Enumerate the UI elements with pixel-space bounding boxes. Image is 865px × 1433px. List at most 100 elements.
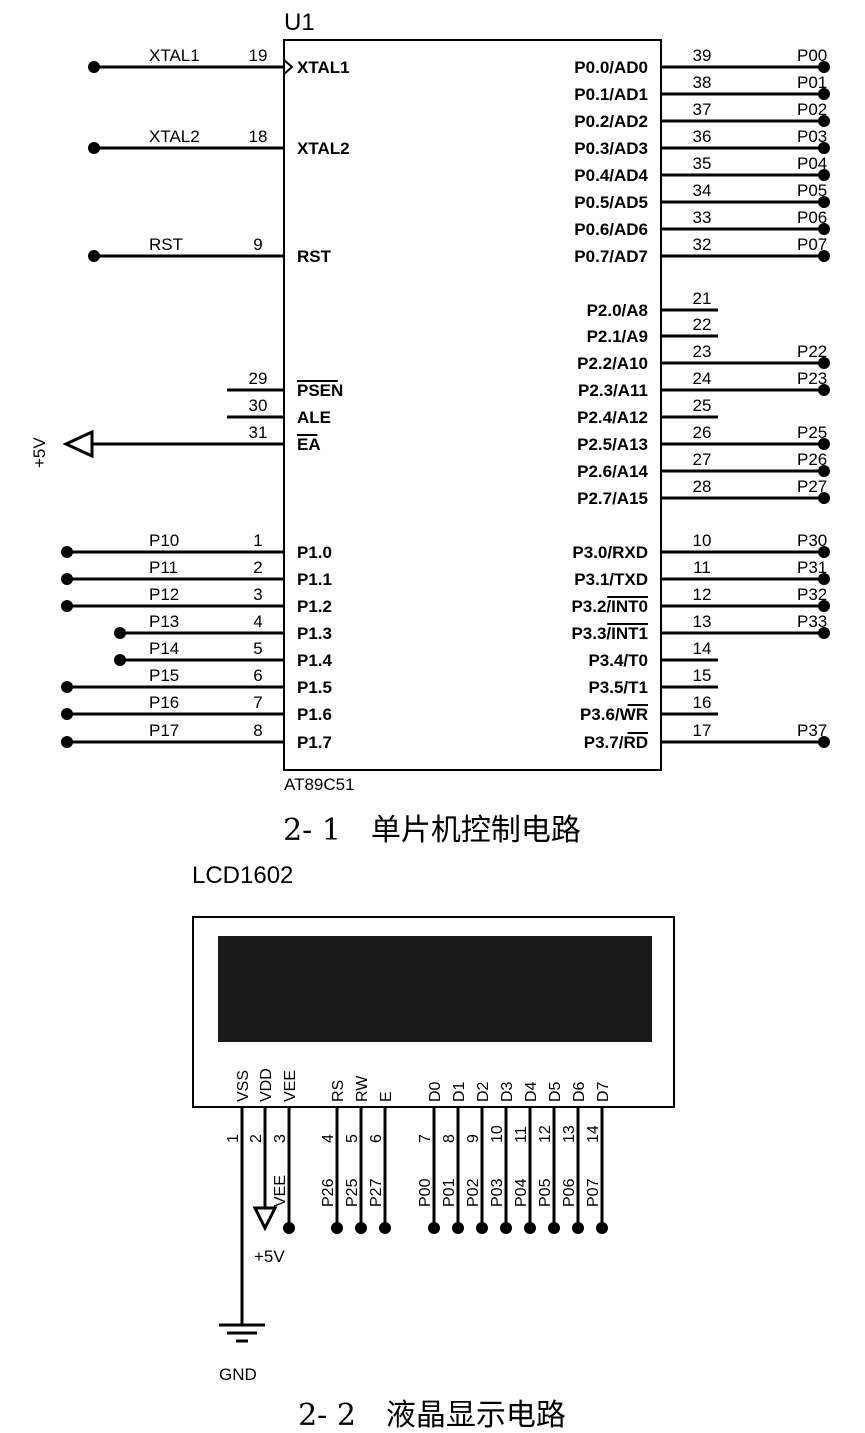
lcd-pin-number: 10	[489, 1125, 506, 1143]
junction-dot	[114, 654, 126, 666]
junction-dot	[818, 492, 830, 504]
lcd-net-label: P07	[585, 1178, 602, 1207]
clock-marker	[283, 59, 294, 75]
pin-name: P3.1/TXD	[574, 570, 648, 589]
net-label: P10	[149, 531, 179, 550]
lcd-pin-number: 8	[441, 1134, 458, 1143]
lcd-pin-name: RS	[330, 1080, 347, 1102]
junction-dot	[818, 61, 830, 73]
pin-name: P3.2/INT0	[571, 597, 648, 616]
net-label: P22	[797, 342, 827, 361]
junction-dot	[61, 600, 73, 612]
net-label: P11	[149, 558, 178, 577]
lcd-supply-label: +5V	[254, 1247, 285, 1266]
pin-name: P3.7/RD	[584, 733, 648, 752]
pin-name: P0.2/AD2	[574, 112, 648, 131]
pin-name: P1.5	[297, 678, 332, 697]
pin-number: 24	[693, 369, 712, 388]
pin-number: 8	[253, 721, 262, 740]
pin-name: RST	[297, 247, 332, 266]
pin-name: P3.0/RXD	[572, 543, 648, 562]
junction-dot	[818, 573, 830, 585]
pin-number: 4	[253, 612, 262, 631]
junction-dot	[476, 1222, 488, 1234]
pin-name: P1.6	[297, 705, 332, 724]
lcd-pin-number: 1	[225, 1134, 242, 1143]
lcd-pin-number: 2	[248, 1134, 265, 1143]
lcd-pin-name: D3	[499, 1081, 516, 1102]
caption-lcd-circuit: 2- 2 液晶显示电路	[298, 1398, 566, 1433]
lcd-pin: VEE 3	[272, 1070, 299, 1234]
net-label: P37	[797, 721, 827, 740]
lcd-title: LCD1602	[192, 862, 293, 889]
lcd-pin-number: 14	[585, 1125, 602, 1143]
junction-dot	[818, 196, 830, 208]
lcd-pin-number: 5	[344, 1134, 361, 1143]
junction-dot	[61, 736, 73, 748]
junction-dot	[818, 357, 830, 369]
net-label: P00	[797, 46, 827, 65]
pin-name: P3.5/T1	[588, 678, 648, 697]
junction-dot	[818, 223, 830, 235]
lcd-net-label: P25	[344, 1178, 361, 1207]
lcd-net-label: P04	[513, 1178, 530, 1207]
pin-number: 34	[693, 181, 712, 200]
pin-number: 32	[693, 235, 712, 254]
pin-name: P2.3/A11	[578, 381, 648, 400]
lcd-pin-name: VDD	[258, 1068, 275, 1102]
caption-mcu-circuit: 2- 1 单片机控制电路	[283, 813, 581, 848]
lcd-net-label: P02	[465, 1178, 482, 1207]
pin-name: P3.6/WR	[580, 705, 648, 724]
lcd-pin-number: 3	[272, 1134, 289, 1143]
net-label: XTAL1	[149, 46, 200, 65]
pin-number: 11	[693, 558, 711, 577]
net-label: P13	[149, 612, 179, 631]
net-label: P25	[797, 423, 827, 442]
net-label: P23	[797, 369, 827, 388]
lcd-net-label: P26	[320, 1178, 337, 1207]
lcd-pin-number: 9	[465, 1134, 482, 1143]
pin-name: P2.4/A12	[577, 408, 648, 427]
junction-dot	[88, 250, 100, 262]
net-label: P30	[797, 531, 827, 550]
lcd-pin-name: RW	[354, 1075, 371, 1102]
junction-dot	[428, 1222, 440, 1234]
junction-dot	[818, 384, 830, 396]
lcd-pin-name: E	[378, 1091, 395, 1102]
pin-number: 21	[693, 289, 712, 308]
lcd-pin-name: D2	[475, 1081, 492, 1102]
net-label: P31	[797, 558, 827, 577]
junction-dot	[88, 61, 100, 73]
lcd-net-label: VEE	[272, 1175, 289, 1207]
pin-name: P3.4/T0	[588, 651, 648, 670]
net-label: P15	[149, 666, 179, 685]
junction-dot	[61, 681, 73, 693]
lcd-net-label: P06	[561, 1178, 578, 1207]
net-label: P26	[797, 450, 827, 469]
lcd-pin-name: D6	[571, 1081, 588, 1102]
pin-number: 29	[249, 369, 268, 388]
vdd-supply: +5V	[252, 1206, 285, 1266]
